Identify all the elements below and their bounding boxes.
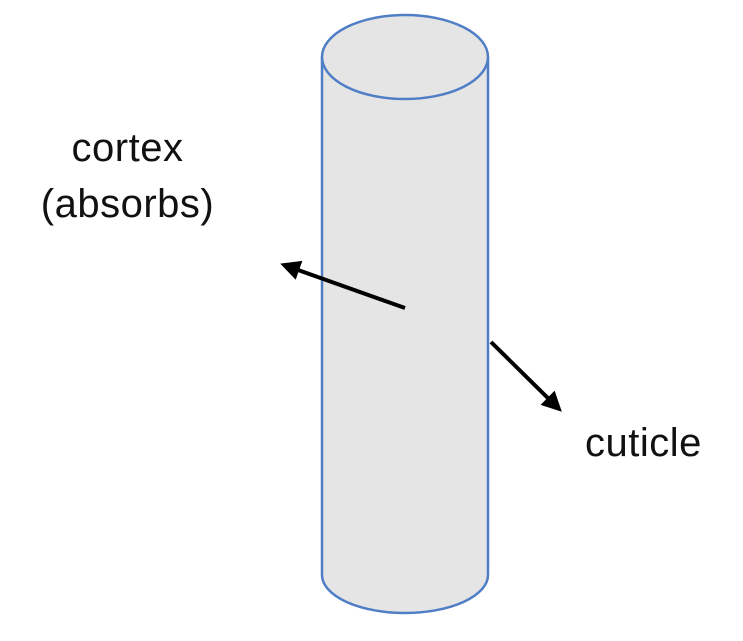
- cylinder-body: [320, 57, 490, 615]
- cuticle-arrow: [489, 340, 562, 412]
- cortex-label-line1: cortex: [71, 126, 184, 170]
- cortex-label-line2: (absorbs): [40, 182, 215, 226]
- cylinder-top: [320, 13, 490, 101]
- cuticle-label: cuticle: [585, 421, 702, 465]
- cortex-label: cortex (absorbs): [20, 120, 235, 232]
- cortex-arrow: [280, 260, 406, 310]
